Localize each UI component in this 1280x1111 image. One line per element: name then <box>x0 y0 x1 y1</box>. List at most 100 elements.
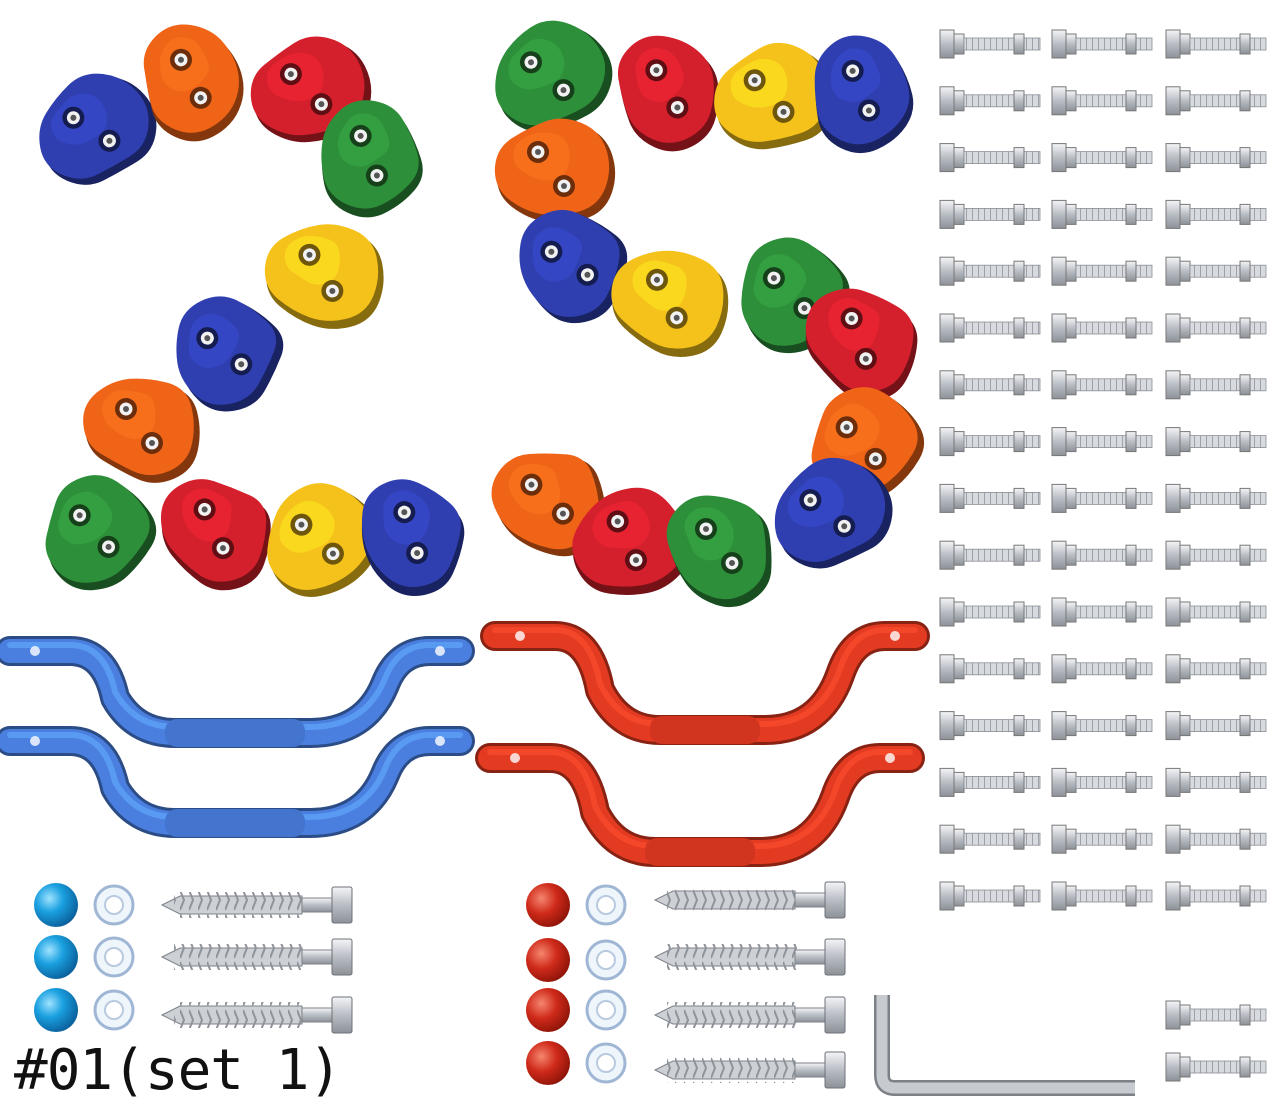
climbing-hold-body <box>45 475 150 583</box>
washer <box>93 936 135 978</box>
bolt-hole-center <box>703 526 709 532</box>
bolt-head <box>953 90 965 112</box>
climbing-hold-body <box>39 73 149 179</box>
washer <box>93 989 135 1031</box>
bolt-head <box>953 33 965 55</box>
bolt-flange <box>1051 824 1067 854</box>
bolt-head <box>1179 374 1191 396</box>
bolt-nut <box>1013 374 1025 396</box>
bolt-hole-center <box>149 440 155 446</box>
bolt <box>1051 427 1153 457</box>
bolt-hole-center <box>204 335 211 342</box>
lag-screw <box>653 996 846 1034</box>
bolt-hole-center <box>751 77 758 84</box>
bolt-hole-center <box>177 56 184 63</box>
climbing-hold-body <box>321 100 419 209</box>
climbing-hold-body <box>572 487 686 587</box>
bolt-head <box>953 828 965 850</box>
climbing-hold-body <box>143 24 239 133</box>
bolt-hole-center <box>674 104 681 111</box>
climbing-hold-body <box>494 118 610 216</box>
handle-mount-hole <box>510 753 520 763</box>
bolt-flange <box>1165 881 1181 911</box>
washer <box>585 884 627 926</box>
bolt-thread <box>1189 435 1267 449</box>
bolt <box>1051 711 1153 741</box>
climbing-hold <box>805 288 918 401</box>
bolt-hole-center <box>329 550 336 557</box>
bolt-hole-center <box>306 251 313 258</box>
bolt-flange <box>1051 86 1067 116</box>
bolt-thread <box>1189 264 1267 278</box>
bolt <box>1051 654 1153 684</box>
bolt-head <box>1179 317 1191 339</box>
bolt-thread <box>963 435 1041 449</box>
bolt-head <box>1179 601 1191 623</box>
bolt-flange <box>1165 143 1181 173</box>
bolt-hole-center <box>584 271 591 278</box>
bolt-hole-center <box>872 455 879 462</box>
bolt <box>939 256 1041 286</box>
bolt-thread <box>1189 832 1267 846</box>
bolt-flange <box>939 654 955 684</box>
bolt-nut <box>1125 885 1137 907</box>
bolt-nut <box>1013 260 1025 282</box>
climbing-hold-body <box>617 35 714 143</box>
climbing-hold-body <box>83 378 194 476</box>
bolt <box>1165 29 1267 59</box>
bolt-nut <box>1125 260 1137 282</box>
climbing-hold <box>666 495 772 608</box>
bolt <box>939 143 1041 173</box>
bolt-hole-center <box>201 506 208 513</box>
bolt-nut <box>1013 90 1025 112</box>
bolt-nut <box>1013 33 1025 55</box>
bolt-nut <box>1125 431 1137 453</box>
bolt-thread <box>1189 548 1267 562</box>
washer-hole <box>596 1053 616 1073</box>
lag-screw <box>160 996 353 1034</box>
bolt-head <box>1065 544 1077 566</box>
washer <box>585 989 627 1031</box>
bolt-hole-center <box>841 523 848 530</box>
bolt-nut <box>1239 147 1251 169</box>
bolt <box>1051 86 1153 116</box>
bolt-flange <box>1165 370 1181 400</box>
climbing-hold-body <box>814 35 910 145</box>
bolt-nut <box>1239 260 1251 282</box>
bolt-hole-center <box>729 560 735 566</box>
lag-screw-shank <box>794 1062 826 1078</box>
bolt-nut <box>1013 317 1025 339</box>
bolt-head <box>953 601 965 623</box>
bolt-hole-center <box>318 101 325 108</box>
bolt-thread <box>1189 207 1267 221</box>
red-cap <box>526 883 570 927</box>
bolt <box>939 86 1041 116</box>
bolt-thread <box>963 264 1041 278</box>
bolt-hole-center <box>865 107 872 114</box>
bolt <box>1051 199 1153 229</box>
washer-hole <box>104 947 124 967</box>
bolt-flange <box>1165 29 1181 59</box>
bolt-head <box>1065 658 1077 680</box>
bolt-hole-center <box>862 355 869 362</box>
bolt-flange <box>1051 256 1067 286</box>
bolt-thread <box>1075 605 1153 619</box>
lag-screw-thread <box>667 944 797 970</box>
bolt-flange <box>1051 370 1067 400</box>
bolt-flange <box>939 427 955 457</box>
bolt-thread <box>1189 605 1267 619</box>
bolt-nut <box>1239 1004 1251 1026</box>
handle-mount-hole <box>435 736 445 746</box>
handle-mount-hole <box>885 753 895 763</box>
bolt <box>1165 86 1267 116</box>
bolt <box>939 597 1041 627</box>
climbing-hold <box>161 479 271 591</box>
bolt-head <box>1065 885 1077 907</box>
bolt <box>939 767 1041 797</box>
bolt-nut <box>1239 658 1251 680</box>
bolt-thread <box>1075 832 1153 846</box>
bolt-flange <box>1165 199 1181 229</box>
climbing-hold <box>321 100 423 218</box>
bolt-flange <box>1051 29 1067 59</box>
